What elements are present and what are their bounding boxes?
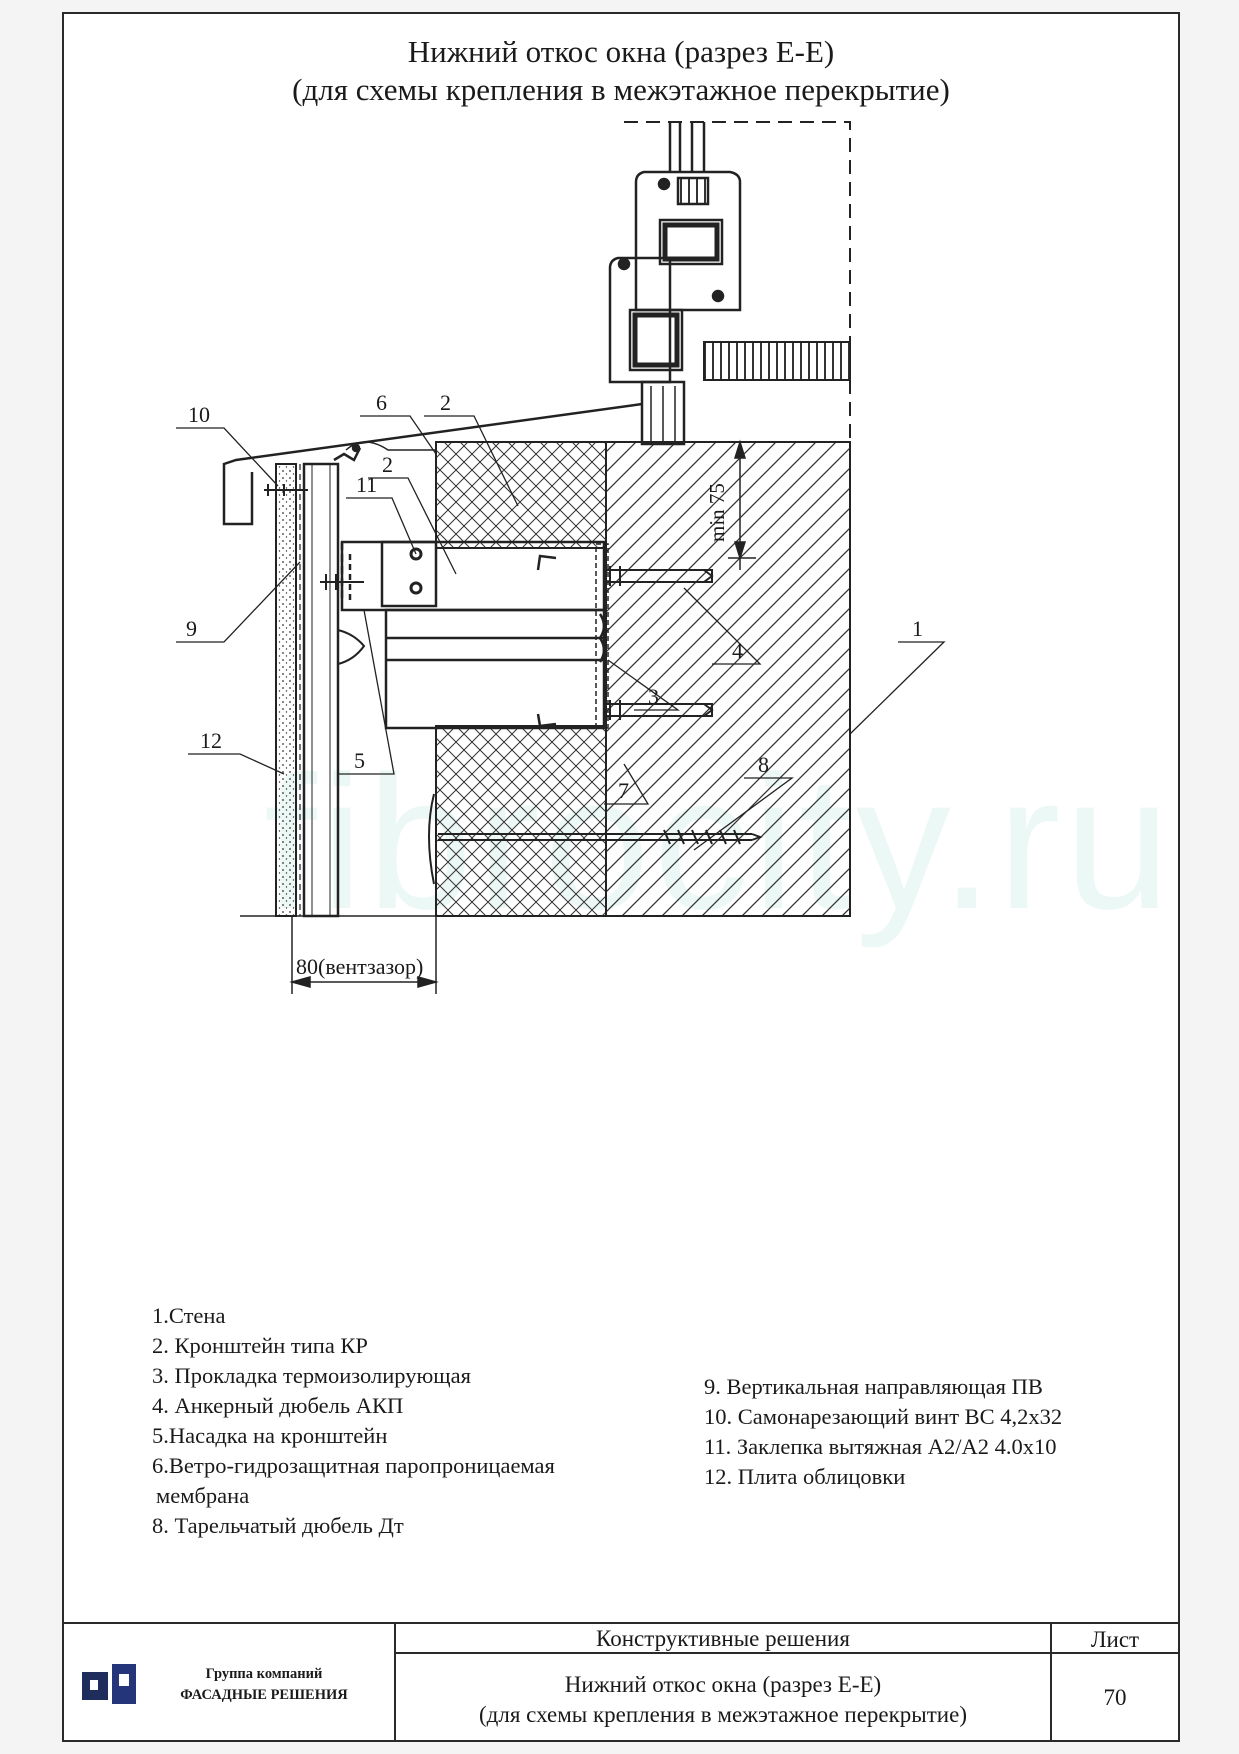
drawing-title-line1: Нижний откос окна (разрез Е-Е) (407, 34, 835, 69)
title-block: Группа компаний ФАСАДНЫЕ РЕШЕНИЯ Констру… (64, 1622, 1178, 1742)
legend-item: 2. Кронштейн типа КР (152, 1333, 368, 1358)
stamp-title-line2: (для схемы крепления в межэтажное перекр… (479, 1702, 967, 1727)
dimension-ventgap (289, 916, 439, 994)
thermal-pad (536, 543, 609, 729)
callout-3: 3 (648, 684, 659, 709)
cladding-panel (275, 463, 301, 917)
company-cell: Группа компаний ФАСАДНЫЕ РЕШЕНИЯ (64, 1624, 396, 1742)
company-name: Группа компаний ФАСАДНЫЕ РЕШЕНИЯ (144, 1664, 384, 1706)
legend-item: мембрана (156, 1483, 250, 1508)
window-frame (608, 122, 851, 446)
dimension-min75 (728, 439, 756, 570)
vertical-guide (302, 462, 340, 918)
insulation-upper (435, 441, 607, 549)
self-tapping-screw (264, 484, 364, 590)
section-drawing: min 75 80(вентзазор) 10 6 (176, 121, 946, 994)
stamp-title: Нижний откос окна (разрез Е-Е) (для схем… (396, 1654, 1052, 1742)
legend-item: 6.Ветро-гидрозащитная паропроницаемая (152, 1453, 555, 1478)
callout-1: 1 (912, 616, 923, 641)
drawing-sheet: Нижний откос окна (разрез Е-Е) (для схем… (62, 12, 1180, 1742)
callout-4: 4 (732, 638, 743, 663)
company-line2: ФАСАДНЫЕ РЕШЕНИЯ (180, 1687, 348, 1703)
callout-10: 10 (188, 402, 210, 427)
legend-item: 12. Плита облицовки (704, 1464, 906, 1489)
legend-left: 1.Стена 2. Кронштейн типа КР 3. Прокладк… (152, 1301, 555, 1541)
anchor-dowel-upper (603, 566, 714, 586)
sheet-number: 70 (1103, 1685, 1127, 1710)
legend-item: 8. Тарельчатый дюбель Дт (152, 1513, 404, 1538)
stamp-header: Конструктивные решения (396, 1624, 1052, 1654)
callout-12: 12 (200, 728, 222, 753)
legend-item: 9. Вертикальная направляющая ПВ (704, 1374, 1043, 1399)
dimension-ventgap-label: 80(вентзазор) (296, 954, 423, 979)
callout-2: 2 (382, 452, 393, 477)
stamp-title-line1: Нижний откос окна (разрез Е-Е) (564, 1672, 882, 1697)
bracket (340, 540, 606, 612)
legend-item: 10. Самонарезающий винт ВС 4,2х32 (704, 1404, 1063, 1429)
sill-flashing (222, 402, 643, 526)
insulation-lower (435, 725, 607, 917)
plate-dowel (428, 793, 763, 885)
legend-item: 1.Стена (152, 1303, 226, 1328)
callout-8: 8 (758, 752, 769, 777)
callout-6: 6 (376, 390, 387, 415)
callout-11: 11 (356, 472, 377, 497)
callout-7: 7 (618, 778, 629, 803)
callout-9: 9 (186, 616, 197, 641)
legend-item: 3. Прокладка термоизолирующая (152, 1363, 471, 1388)
bracket-nozzle (337, 608, 606, 730)
callout-2-top: 2 (440, 390, 451, 415)
legend-item: 11. Заклепка вытяжная А2/А2 4.0х10 (704, 1434, 1057, 1459)
wall-section (605, 121, 851, 917)
legend-item: 4. Анкерный дюбель АКП (152, 1393, 404, 1418)
company-logo (82, 1662, 138, 1708)
wind-membrane (345, 441, 436, 451)
callout-5: 5 (354, 748, 365, 773)
company-line1: Группа компаний (205, 1666, 323, 1682)
legend-item: 5.Насадка на кронштейн (152, 1423, 388, 1448)
leader-lines (176, 415, 946, 851)
dimension-min75-label: min 75 (705, 483, 729, 542)
anchor-dowel-lower (603, 700, 714, 720)
sheet-label: Лист (1052, 1624, 1178, 1654)
drawing-title-line2: (для схемы крепления в межэтажное перекр… (292, 72, 950, 107)
legend-right: 9. Вертикальная направляющая ПВ 10. Само… (704, 1372, 1062, 1492)
